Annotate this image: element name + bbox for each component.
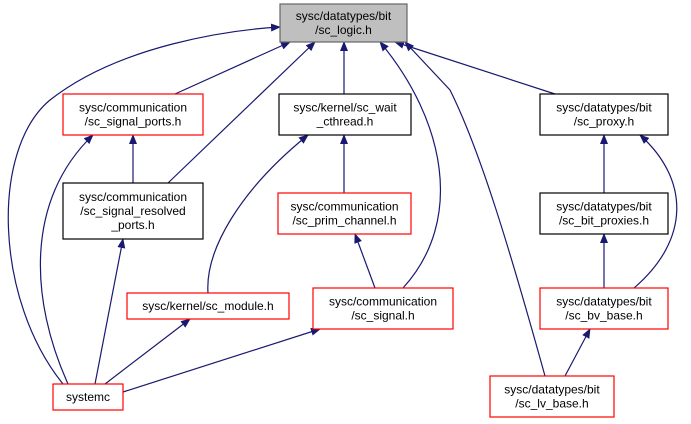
node-label: sysc/communication <box>329 295 437 309</box>
edge-systemc-to-sc_signal_resolved_ports <box>94 238 126 385</box>
edge-systemc-to-sc_signal_ports <box>39 134 94 385</box>
node-box <box>489 375 615 418</box>
node-label: sysc/communication <box>290 200 398 214</box>
node-box <box>52 383 124 411</box>
node-label: /sc_logic.h <box>315 23 372 37</box>
node-box <box>279 3 408 43</box>
node-label: sysc/datatypes/bit <box>556 200 652 214</box>
edge-sc_lv_base-to-sc_bv_base <box>564 328 591 377</box>
node-box <box>312 287 454 330</box>
node-label: /sc_bv_base.h <box>565 309 642 323</box>
edge-sc_signal_resolved_ports-to-sc_logic <box>167 41 316 184</box>
edge-sc_module-to-sc_wait_cthread <box>207 134 309 294</box>
edge-sc_signal-to-sc_prim_channel <box>354 233 376 289</box>
node-box <box>277 192 412 235</box>
node-label: _cthread.h <box>316 115 374 129</box>
edge-sc_proxy-to-sc_logic <box>394 40 556 95</box>
node-label: systemc <box>66 390 110 404</box>
node-sc_prim_channel[interactable]: sysc/communication/sc_prim_channel.h <box>277 192 412 235</box>
edge-sc_lv_base-to-sc_logic <box>404 41 546 377</box>
node-label: sysc/kernel/sc_wait <box>293 101 397 115</box>
node-sc_wait_cthread[interactable]: sysc/kernel/sc_wait_cthread.h <box>278 93 412 136</box>
node-label: sysc/kernel/sc_module.h <box>142 299 273 313</box>
edge-sc_signal-to-sc_logic <box>379 41 441 289</box>
node-label: _ports.h <box>110 218 154 232</box>
node-label: /sc_prim_channel.h <box>292 214 396 228</box>
node-box <box>62 182 204 240</box>
node-label: /sc_proxy.h <box>574 115 634 129</box>
node-sc_bv_base[interactable]: sysc/datatypes/bit/sc_bv_base.h <box>539 287 669 330</box>
node-sc_module[interactable]: sysc/kernel/sc_module.h <box>126 292 290 320</box>
node-box <box>539 287 669 330</box>
node-sc_proxy[interactable]: sysc/datatypes/bit/sc_proxy.h <box>539 93 669 136</box>
node-label: /sc_bit_proxies.h <box>559 214 649 228</box>
node-box <box>539 93 669 136</box>
node-label: sysc/datatypes/bit <box>504 383 600 397</box>
edge-sc_bv_base-to-sc_proxy <box>633 134 678 289</box>
node-sc_lv_base[interactable]: sysc/datatypes/bit/sc_lv_base.h <box>489 375 615 418</box>
edge-systemc-to-sc_logic <box>7 23 281 385</box>
edge-systemc-to-sc_signal <box>122 327 321 393</box>
node-sc_signal_ports[interactable]: sysc/communication/sc_signal_ports.h <box>62 93 204 136</box>
node-sc_signal[interactable]: sysc/communication/sc_signal.h <box>312 287 454 330</box>
node-sc_logic[interactable]: sysc/datatypes/bit/sc_logic.h <box>279 3 408 43</box>
node-label: sysc/communication <box>79 101 187 115</box>
node-box <box>278 93 412 136</box>
node-label: /sc_signal_resolved <box>80 204 185 218</box>
node-label: sysc/communication <box>79 190 187 204</box>
node-box <box>126 292 290 320</box>
edge-systemc-to-sc_module <box>104 318 191 385</box>
nodes: sysc/datatypes/bit/sc_logic.h sysc/commun… <box>52 3 669 418</box>
node-label: /sc_lv_base.h <box>515 397 588 411</box>
node-label: /sc_signal.h <box>351 309 414 323</box>
node-label: /sc_signal_ports.h <box>85 115 182 129</box>
node-systemc[interactable]: systemc <box>52 383 124 411</box>
node-box <box>62 93 204 136</box>
node-label: sysc/datatypes/bit <box>556 101 652 115</box>
node-label: sysc/datatypes/bit <box>296 9 392 23</box>
node-label: sysc/datatypes/bit <box>556 295 652 309</box>
edge-sc_signal_ports-to-sc_logic <box>174 41 291 95</box>
node-box <box>539 192 669 235</box>
edges <box>7 23 678 393</box>
node-sc_signal_resolved_ports[interactable]: sysc/communication/sc_signal_resolved_po… <box>62 182 204 240</box>
node-sc_bit_proxies[interactable]: sysc/datatypes/bit/sc_bit_proxies.h <box>539 192 669 235</box>
